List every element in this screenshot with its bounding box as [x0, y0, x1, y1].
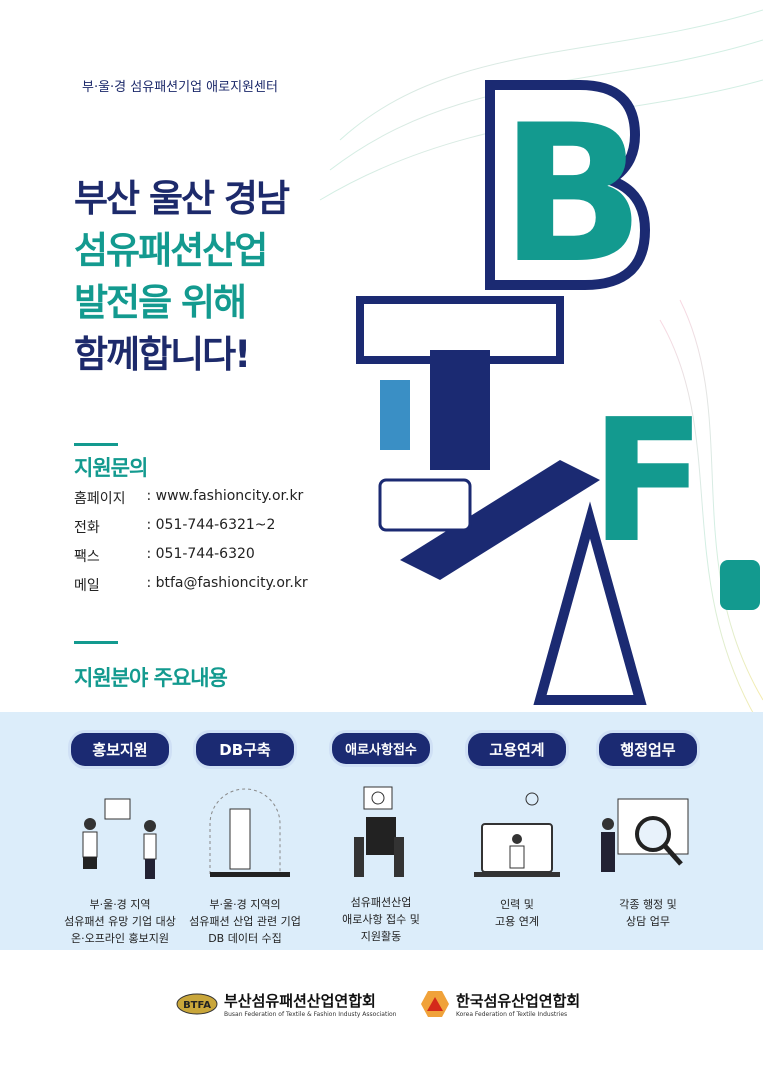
- contact-row-fax: 팩스 : 051-744-6320: [74, 546, 255, 565]
- svg-text:B: B: [500, 84, 645, 305]
- headline-line-4: 함께합니다!: [74, 333, 251, 376]
- document-clock-icon: [354, 786, 404, 877]
- thread-spool-icon: [720, 560, 760, 610]
- database-server-icon: [209, 788, 290, 877]
- contact-row-email: 메일 : btfa@fashioncity.or.kr: [74, 575, 308, 594]
- magnifier-monitor-icon: [601, 798, 689, 872]
- kofoti-hexagon-icon: [421, 991, 449, 1017]
- headline-line-3: 발전을 위해: [74, 281, 247, 324]
- btfa-badge-icon: BTFA: [176, 993, 218, 1015]
- laptop-person-icon: [474, 792, 560, 877]
- letter-b-block: B: [485, 80, 651, 305]
- contact-heading: 지원문의: [74, 456, 148, 480]
- letter-f-block: F: [590, 383, 706, 581]
- contact-row-phone: 전화 : 051-744-6321~2: [74, 517, 276, 536]
- divider: [74, 443, 118, 446]
- homepage-link[interactable]: www.fashioncity.or.kr: [155, 488, 304, 504]
- svg-text:BTFA: BTFA: [183, 1000, 211, 1011]
- headline-line-1: 부산 울산 경남: [74, 177, 290, 220]
- email-link[interactable]: btfa@fashioncity.or.kr: [155, 575, 308, 591]
- building-icon: [380, 380, 410, 450]
- divider: [74, 641, 118, 644]
- promotion-people-icon: [82, 798, 157, 879]
- contact-row-homepage: 홈페이지 : www.fashioncity.or.kr: [74, 488, 304, 507]
- headline-line-2: 섬유패션산업: [74, 229, 268, 272]
- services-heading: 지원분야 주요내용: [74, 666, 228, 690]
- center-name: 부·울·경 섬유패션기업 애로지원센터: [82, 80, 278, 95]
- truck-icon: [378, 478, 472, 532]
- letter-t-block: [356, 296, 564, 470]
- btfa-illustration: B F: [319, 9, 763, 731]
- svg-text:F: F: [590, 383, 706, 581]
- letter-a-block: [533, 501, 647, 705]
